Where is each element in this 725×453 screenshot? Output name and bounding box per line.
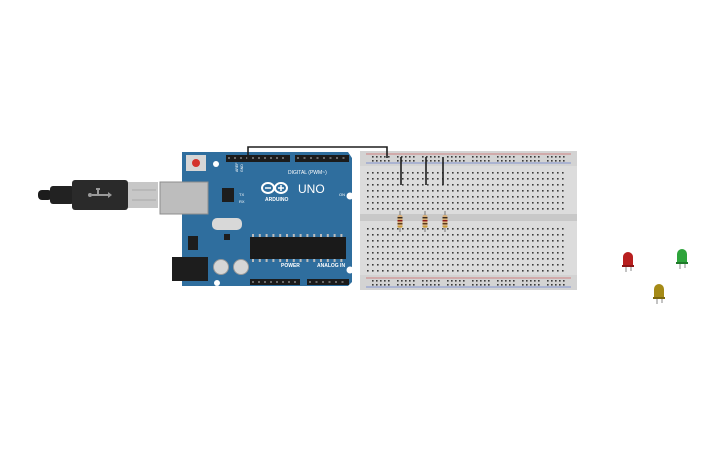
mounting-hole bbox=[213, 161, 219, 167]
mounting-hole bbox=[346, 192, 354, 200]
voltage-regulator bbox=[188, 236, 198, 250]
usb-metal-connector bbox=[128, 182, 158, 208]
green-led-dome bbox=[677, 249, 687, 263]
rx-label: RX bbox=[239, 199, 245, 204]
atmega-chip-pins bbox=[252, 234, 343, 262]
on-label: ON bbox=[339, 192, 345, 197]
red-led[interactable] bbox=[622, 252, 634, 272]
yellow-led[interactable] bbox=[653, 284, 665, 304]
yellow-led-dome bbox=[654, 284, 664, 298]
power-label: POWER bbox=[281, 263, 300, 269]
mounting-hole bbox=[214, 280, 220, 286]
red-led-dome bbox=[623, 252, 633, 266]
capacitor bbox=[213, 259, 229, 275]
reset-button-cap[interactable] bbox=[192, 159, 200, 167]
brand-label: ARDUINO bbox=[265, 197, 288, 203]
digital-label: DIGITAL (PWM~) bbox=[288, 170, 327, 176]
top-power-rail bbox=[360, 151, 577, 166]
digital-header-right[interactable] bbox=[295, 155, 349, 162]
usb-cable-end bbox=[38, 190, 52, 200]
atmega-chip bbox=[250, 237, 346, 259]
resistor-2[interactable] bbox=[422, 211, 428, 232]
header-pins bbox=[228, 157, 345, 283]
aref-label: AREF bbox=[235, 163, 239, 172]
resistor-3[interactable] bbox=[442, 211, 448, 232]
model-label: UNO bbox=[298, 182, 325, 196]
resistor-1[interactable] bbox=[397, 211, 403, 232]
bottom-power-rail bbox=[360, 275, 577, 290]
arduino-uno-board[interactable]: UNO ARDUINO DIGITAL (PWM~) POWER ANALOG … bbox=[159, 152, 354, 286]
breadboard[interactable] bbox=[360, 151, 577, 290]
crystal-oscillator bbox=[212, 218, 242, 230]
usb-chip bbox=[222, 188, 234, 202]
small-chip bbox=[224, 234, 230, 240]
mounting-hole bbox=[346, 266, 354, 274]
power-jack bbox=[172, 257, 208, 281]
jumper-wire[interactable] bbox=[247, 146, 388, 160]
arduino-logo-icon bbox=[261, 182, 288, 194]
capacitor bbox=[233, 259, 249, 275]
center-channel bbox=[360, 214, 577, 221]
usb-cable-strain bbox=[50, 186, 74, 204]
gnd-label: GND bbox=[240, 164, 244, 172]
breadboard-wires[interactable] bbox=[400, 157, 444, 185]
green-led[interactable] bbox=[676, 249, 688, 269]
analog-label: ANALOG IN bbox=[317, 263, 345, 269]
tx-label: TX bbox=[239, 192, 244, 197]
analog-header[interactable] bbox=[307, 279, 349, 285]
usb-b-socket bbox=[159, 181, 209, 215]
power-header[interactable] bbox=[250, 279, 300, 285]
usb-cable[interactable] bbox=[38, 180, 158, 210]
usb-icon bbox=[88, 188, 112, 198]
